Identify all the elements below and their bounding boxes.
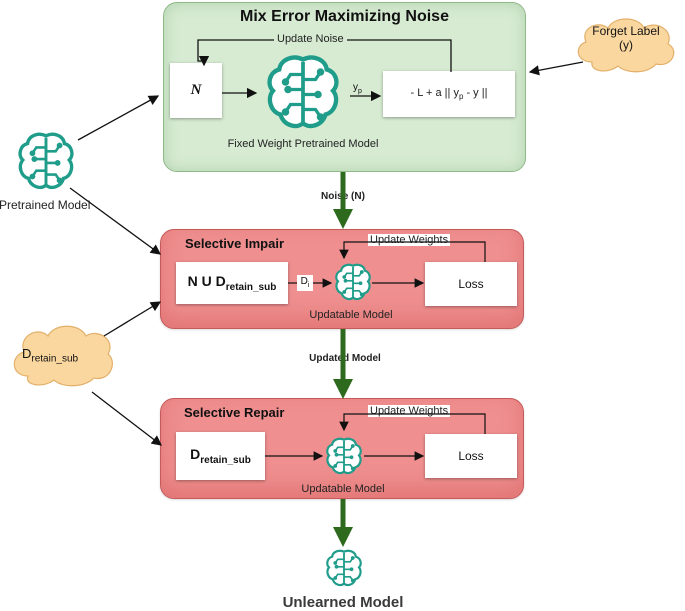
noise-symbol: N <box>190 82 202 98</box>
top-panel-title: Mix Error Maximizing Noise <box>240 8 449 25</box>
fixed-model-caption: Fixed Weight Pretrained Model <box>227 138 379 150</box>
di-label: Di <box>297 275 313 291</box>
forget-label-text: Forget Label (y) <box>592 24 660 52</box>
selective-impair-title: Selective Impair <box>185 236 284 251</box>
forget-label-cloud-icon <box>577 18 675 73</box>
pretrained-model-label: Pretrained Model <box>0 198 91 212</box>
unlearned-model-label: Unlearned Model <box>282 594 404 611</box>
repair-input-text: Dretain_sub <box>190 446 251 466</box>
repair-loss-box: Loss <box>425 434 517 478</box>
retain-cloud-label: Dretain_sub <box>22 346 79 365</box>
impair-loss-box: Loss <box>425 262 517 306</box>
repair-input-box: Dretain_sub <box>176 432 265 480</box>
unlearned-model-brain-icon <box>326 549 362 587</box>
repair-updatable-model-brain-icon <box>326 437 362 475</box>
pretrained-model-brain-icon <box>18 132 74 190</box>
retain-data-cloud-icon <box>13 325 113 387</box>
impair-input-text: N U Dretain_sub <box>187 273 277 293</box>
impair-loss-label: Loss <box>458 277 484 291</box>
impair-update-weights-label: Update Weights <box>368 234 451 246</box>
selective-repair-title: Selective Repair <box>184 405 285 420</box>
loss-expression: - L + a || yp - y || <box>410 86 488 102</box>
noise-box: N <box>170 63 222 118</box>
impair-input-box: N U Dretain_sub <box>176 262 288 304</box>
repair-model-caption: Updatable Model <box>301 483 385 495</box>
update-noise-label: Update Noise <box>274 33 347 45</box>
fixed-pretrained-model-brain-icon <box>270 58 337 126</box>
repair-loss-label: Loss <box>458 449 484 463</box>
yp-label: yp <box>353 82 362 95</box>
impair-model-caption: Updatable Model <box>309 309 393 321</box>
loss-expression-box: - L + a || yp - y || <box>383 71 515 117</box>
impair-updatable-model-brain-icon <box>335 263 371 301</box>
